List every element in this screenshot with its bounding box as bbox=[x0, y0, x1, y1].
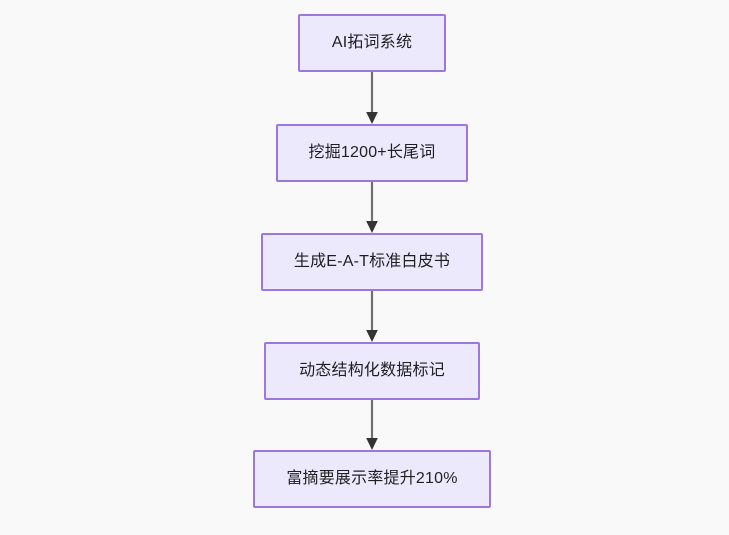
flow-node-label: 富摘要展示率提升210% bbox=[286, 470, 458, 488]
flow-node-label: 挖掘1200+长尾词 bbox=[308, 144, 436, 162]
arrow-icon bbox=[366, 182, 378, 233]
arrow-icon bbox=[366, 400, 378, 450]
flow-node-generate-eat-whitepaper[interactable]: 生成E-A-T标准白皮书 bbox=[261, 233, 483, 291]
flow-node-label: 生成E-A-T标准白皮书 bbox=[293, 253, 451, 271]
arrow-icon bbox=[366, 291, 378, 342]
flow-node-dynamic-structured-data-markup[interactable]: 动态结构化数据标记 bbox=[264, 342, 480, 400]
connector-node4-node5 bbox=[362, 400, 382, 450]
flow-node-label: 动态结构化数据标记 bbox=[299, 362, 445, 380]
connector-node3-node4 bbox=[362, 291, 382, 342]
flow-node-label: AI拓词系统 bbox=[331, 34, 413, 52]
flow-node-mine-longtail-keywords[interactable]: 挖掘1200+长尾词 bbox=[276, 124, 468, 182]
arrow-icon bbox=[366, 72, 378, 124]
flow-node-rich-snippet-rate-increase[interactable]: 富摘要展示率提升210% bbox=[253, 450, 491, 508]
connector-node2-node3 bbox=[362, 182, 382, 233]
connector-node1-node2 bbox=[362, 72, 382, 124]
flow-node-ai-keyword-system[interactable]: AI拓词系统 bbox=[298, 14, 446, 72]
